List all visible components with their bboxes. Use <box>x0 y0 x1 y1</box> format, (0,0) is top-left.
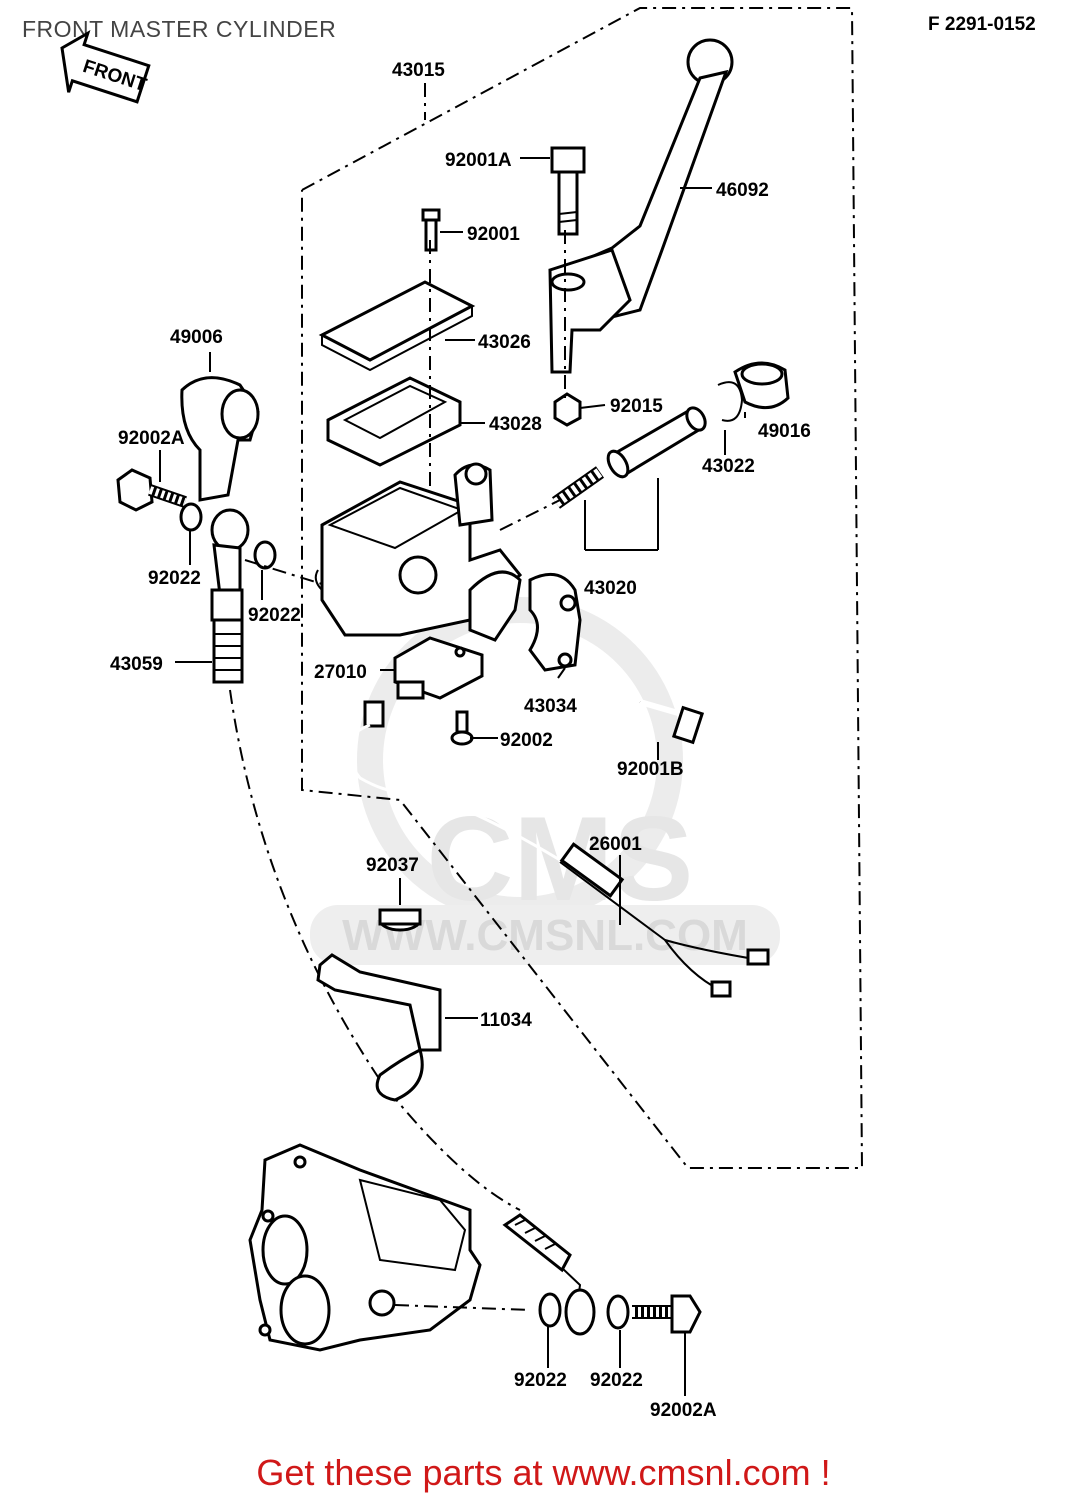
hose-cover <box>180 376 260 502</box>
front-arrow-icon: FRONT <box>60 30 151 104</box>
brake-hose-lower <box>502 1213 596 1336</box>
part-number-43059: 43059 <box>110 654 163 675</box>
watermark: CMS WWW.CMSNL.COM <box>310 597 780 965</box>
part-number-43022: 43022 <box>702 456 755 477</box>
assembly-boundary <box>301 7 864 1169</box>
part-number-49006: 49006 <box>170 327 223 348</box>
part-number-49016: 49016 <box>758 421 811 442</box>
diaphragm <box>326 376 462 467</box>
circlip <box>717 381 744 422</box>
part-number-92002A-left: 92002A <box>118 428 185 449</box>
washer-bottom-2 <box>606 1294 630 1330</box>
part-number-43034: 43034 <box>524 696 577 717</box>
part-number-92001A-top: 92001A <box>445 150 512 171</box>
footer-link-text[interactable]: Get these parts at www.cmsnl.com ! <box>256 1452 831 1493</box>
part-number-92002A-bottom: 92002A <box>650 1400 717 1421</box>
handlebar-clamp <box>528 572 582 672</box>
part-number-11034: 11034 <box>480 1010 532 1031</box>
part-number-92022-bottom-2: 92022 <box>590 1370 643 1391</box>
switch-screw <box>450 710 474 746</box>
part-number-92037: 92037 <box>366 855 419 876</box>
part-number-92022-bottom-1: 92022 <box>514 1370 567 1391</box>
brake-hose <box>210 588 244 684</box>
part-number-92015: 92015 <box>610 396 663 417</box>
brake-switch <box>363 636 484 728</box>
part-number-27010: 27010 <box>314 662 367 683</box>
leader-lines <box>159 157 746 1396</box>
part-number-92001B: 92001B <box>617 759 684 780</box>
dust-boot <box>733 361 790 410</box>
part-number-92022-mid: 92022 <box>248 605 301 626</box>
wire-bracket <box>316 953 442 1102</box>
washer-bottom-1 <box>538 1292 562 1328</box>
diagram-code: F 2291-0152 <box>928 14 1036 35</box>
part-number-43015: 43015 <box>392 60 445 81</box>
brake-lever <box>548 38 734 374</box>
part-number-43028: 43028 <box>489 414 542 435</box>
part-number-43020: 43020 <box>584 578 637 599</box>
part-number-92001: 92001 <box>467 224 520 245</box>
page-title: FRONT MASTER CYLINDER <box>22 16 337 42</box>
brake-caliper <box>248 1143 482 1352</box>
washer-left <box>179 502 203 532</box>
banjo-bolt-bottom <box>632 1294 702 1334</box>
part-number-43026: 43026 <box>478 332 531 353</box>
banjo-bolt-top <box>116 468 187 512</box>
part-number-92022-left: 92022 <box>148 568 201 589</box>
part-number-46092: 46092 <box>716 180 769 201</box>
part-number-92002: 92002 <box>500 730 553 751</box>
piston-assembly <box>551 406 707 509</box>
clamp-bolt <box>639 699 705 745</box>
part-number-26001: 26001 <box>589 834 642 855</box>
pivot-bolt <box>550 146 586 236</box>
reservoir-cap <box>318 280 476 362</box>
washer-mid <box>253 540 277 570</box>
pivot-nut <box>553 392 582 427</box>
grommet <box>378 908 422 932</box>
banjo-fitting-top <box>210 508 250 597</box>
switch-wire <box>559 842 770 998</box>
